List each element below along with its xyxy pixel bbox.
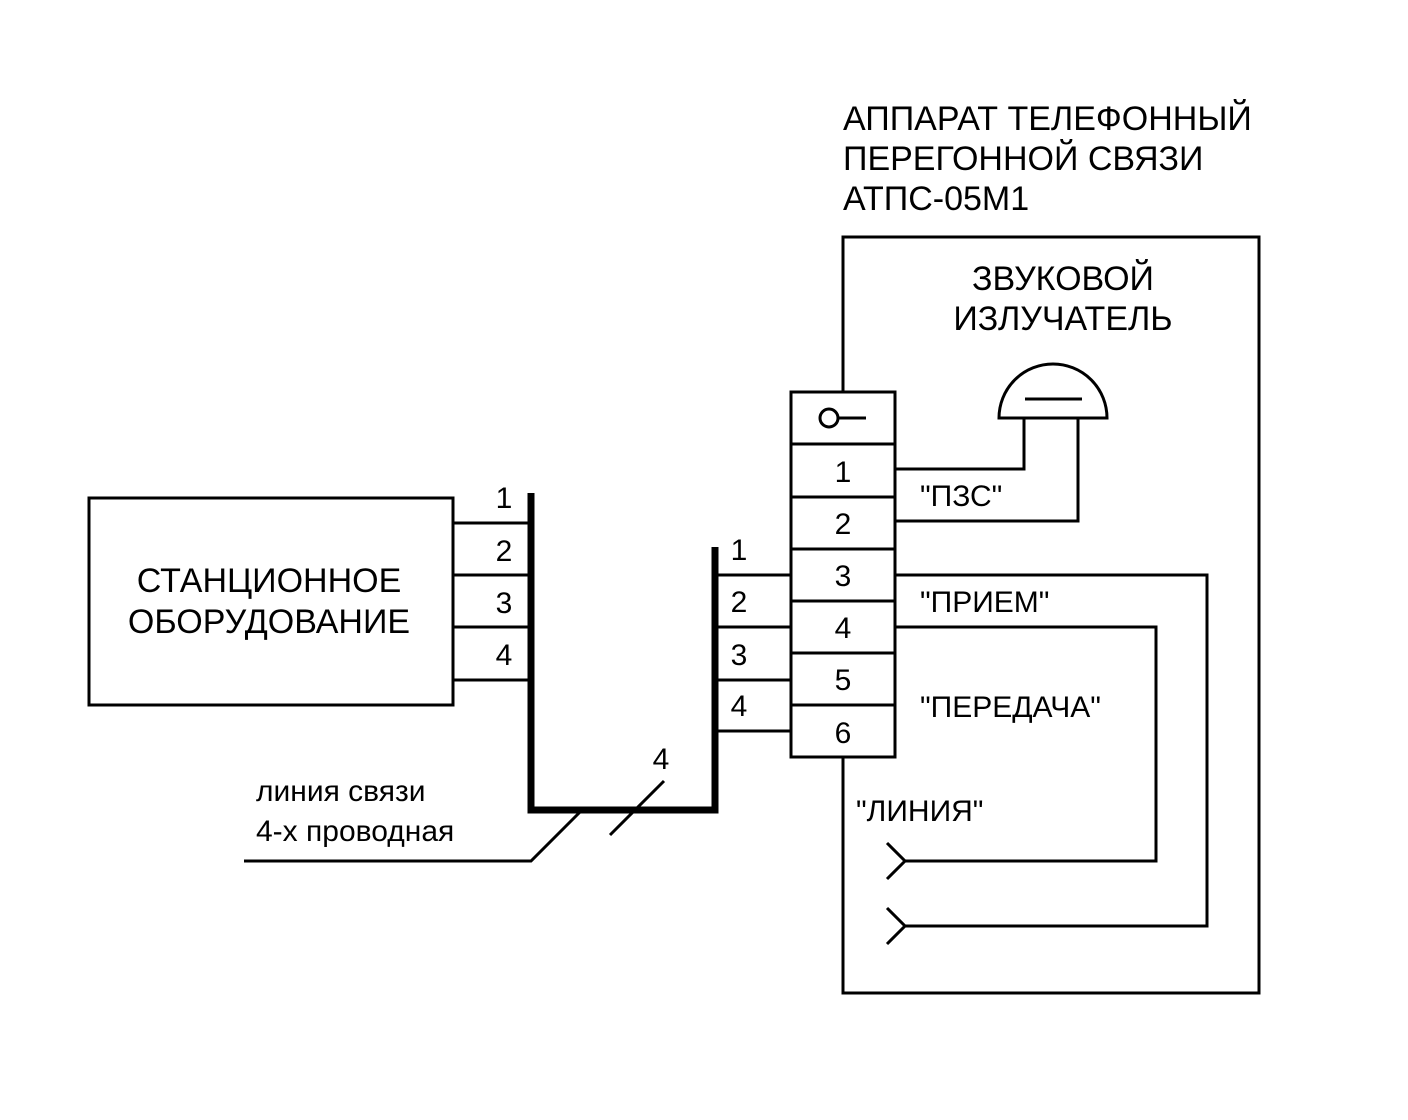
cable-pin-2: 2 bbox=[731, 586, 748, 619]
emitter-label-line1: ЗВУКОВОЙ bbox=[972, 260, 1154, 298]
line-connector-2-icon bbox=[885, 906, 908, 946]
terminal-pin-4: 4 bbox=[835, 612, 852, 645]
signal-priem-label: "ПРИЕМ" bbox=[920, 586, 1049, 619]
terminal-pin-2: 2 bbox=[835, 508, 852, 541]
wire-count-slash bbox=[608, 779, 666, 837]
sound-emitter: ЗВУКОВОЙ ИЗЛУЧАТЕЛЬ bbox=[895, 260, 1173, 523]
station-pin-4: 4 bbox=[496, 639, 513, 672]
device-title-line3: АТПС-05М1 bbox=[843, 180, 1029, 218]
station-label-line2: ОБОРУДОВАНИЕ bbox=[128, 603, 410, 641]
peredacha-wire bbox=[895, 625, 1158, 863]
emitter-label-line2: ИЗЛУЧАТЕЛЬ bbox=[953, 300, 1172, 338]
device-title-line2: ПЕРЕГОННОЙ СВЯЗИ bbox=[843, 140, 1204, 178]
line-leader bbox=[244, 809, 583, 863]
station-pin-3: 3 bbox=[496, 587, 513, 620]
signal-liniya-label: "ЛИНИЯ" bbox=[856, 795, 983, 828]
line-label-line1: линия связи bbox=[256, 775, 426, 808]
line-connector-1-icon bbox=[885, 841, 908, 881]
station-equipment: СТАНЦИОННОЕ ОБОРУДОВАНИЕ 1 2 3 4 bbox=[87, 482, 529, 707]
signal-pzs-label: "ПЗС" bbox=[920, 480, 1002, 513]
line-label-line2: 4-х проводная bbox=[256, 815, 454, 848]
terminal-pin-3: 3 bbox=[835, 560, 852, 593]
device-title: АППАРАТ ТЕЛЕФОННЫЙ ПЕРЕГОННОЙ СВЯЗИ АТПС… bbox=[843, 100, 1252, 218]
cable-pin-1: 1 bbox=[731, 534, 748, 567]
cable-pin-4: 4 bbox=[731, 690, 748, 723]
device-enclosure bbox=[841, 235, 1261, 995]
emitter-body bbox=[997, 362, 1109, 420]
terminal-pin-1: 1 bbox=[835, 456, 852, 489]
cable-bus bbox=[527, 493, 719, 814]
cable-pin-3: 3 bbox=[731, 639, 748, 672]
terminal-pin-5: 5 bbox=[835, 664, 852, 697]
terminal-pin-6: 6 bbox=[835, 717, 852, 750]
station-pin-1: 1 bbox=[496, 482, 513, 515]
device-title-line1: АППАРАТ ТЕЛЕФОННЫЙ bbox=[843, 100, 1252, 138]
emitter-wire-2 bbox=[895, 418, 1080, 523]
station-equipment-box bbox=[87, 496, 455, 707]
station-label-line1: СТАНЦИОННОЕ bbox=[137, 562, 402, 600]
emitter-wire-1 bbox=[895, 418, 1026, 471]
station-pin-2: 2 bbox=[496, 535, 513, 568]
ground-terminal-icon bbox=[818, 407, 866, 429]
priem-wire bbox=[895, 573, 1209, 928]
signal-peredacha-label: "ПЕРЕДАЧА" bbox=[920, 691, 1101, 724]
terminal-block: 1 2 3 4 5 6 bbox=[789, 390, 897, 759]
wire-count-label: 4 bbox=[653, 743, 670, 776]
